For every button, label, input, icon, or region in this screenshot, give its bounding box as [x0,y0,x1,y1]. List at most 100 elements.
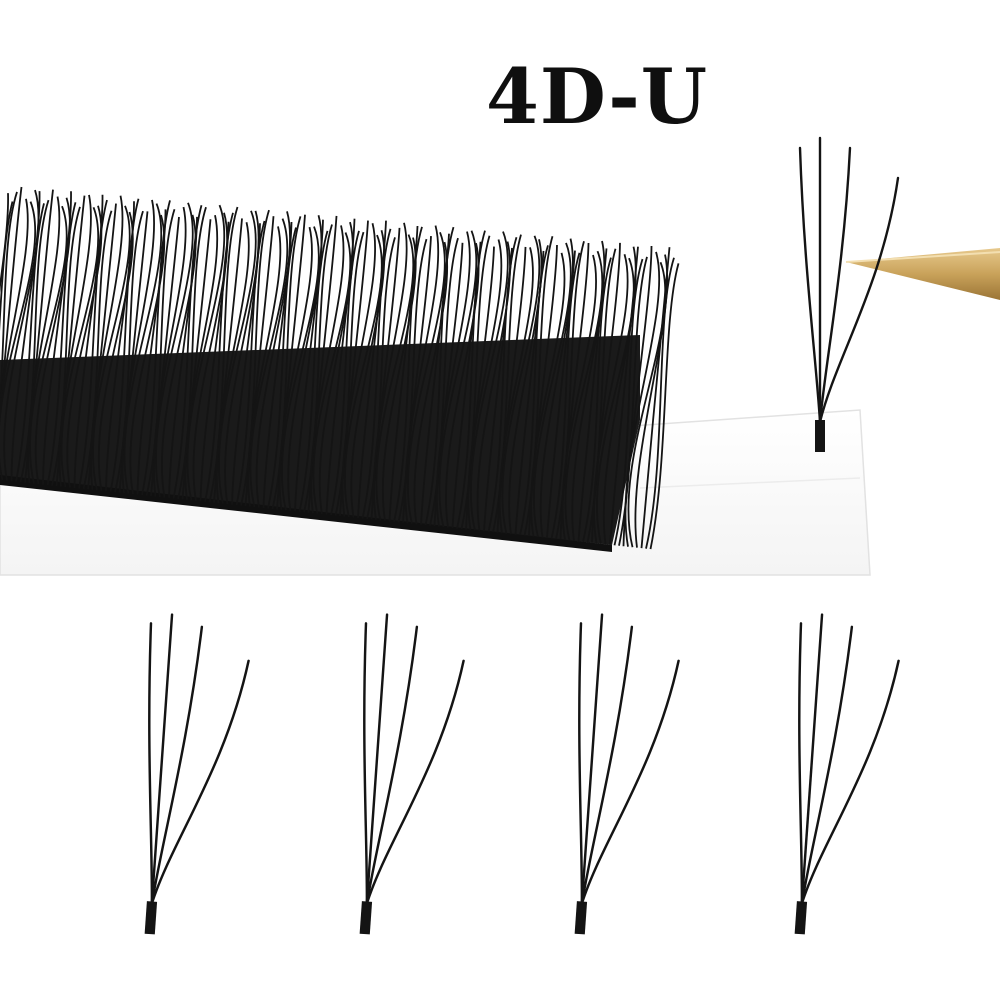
lash-strand [435,231,471,527]
fan-spike [365,659,465,905]
lash-strand [404,225,440,524]
lash-fan [574,613,680,935]
lash-strand [184,214,219,500]
lash-strand [0,191,18,412]
lash-strand [82,210,113,490]
lash-strand [312,232,352,514]
lash-strand [609,246,639,545]
lash-strand [141,200,171,496]
lash-strand [341,223,377,517]
lash-fan [359,613,465,935]
lash-strand [498,247,534,534]
lash-strand [42,191,72,485]
lash-strand [172,205,203,499]
lash-strand [51,206,81,486]
lash-strand [155,202,194,498]
fan-spike [580,659,680,905]
lash-strand [235,220,266,506]
lash-strand [373,222,408,521]
lash-fan [798,136,900,452]
lash-fans [144,136,900,935]
lash-strand [640,247,671,549]
lash-fan [794,613,900,935]
lash-strand [613,258,644,546]
lash-strand [60,206,100,488]
fan-spike [818,176,900,424]
lash-strand [624,251,661,547]
fan-spike [580,613,604,905]
lash-strand [519,245,549,536]
lash-strand [109,198,140,492]
lash-strand [645,257,675,549]
lash-strand [73,194,104,488]
lash-strand [530,252,566,537]
lash-strand [325,218,356,515]
fan-base [144,901,158,935]
lash-strand [249,218,289,508]
lash-strand [218,210,257,504]
lash-strand [593,253,629,544]
fan-spike [818,146,852,424]
lash-strip [0,186,680,552]
lash-strand [204,212,234,502]
lash-strand [92,205,131,491]
lash-strand [501,235,541,535]
lash-strand [582,257,612,543]
product-title: 4D-U [486,52,709,141]
fan-spike [365,625,419,905]
lash-strand [262,221,293,509]
lash-strand [344,234,383,518]
lash-strand [0,186,23,423]
lash-strand [46,202,77,486]
fan-spike [150,613,174,905]
lash-strand [407,231,446,524]
fan-spike [580,625,634,905]
lash-strand [114,210,144,493]
fan-spike [798,622,804,905]
fan-spike [578,622,584,905]
lash-strand [357,220,387,519]
lash-strand [123,203,163,494]
lash-strand [546,250,576,539]
lash-strand [90,195,124,490]
fan-base [359,901,373,935]
lash-strand [78,199,108,489]
lash-strand [393,226,423,523]
fan-base [794,901,808,935]
lash-strand [247,226,282,507]
lash-strand [467,239,503,531]
fan-spike [150,659,250,905]
lash-strand [487,236,518,533]
tweezer-tip [845,248,1000,300]
lash-strand [15,203,45,482]
lash-strand [310,225,345,514]
lash-strand [533,242,572,538]
lash-strand [470,231,509,531]
lash-strand [215,222,250,504]
lash-strand [19,199,50,483]
lash-strand [177,206,207,500]
fan-spike [150,625,204,905]
fan-spike [148,622,154,905]
lash-strand [649,263,680,550]
lash-strand [413,241,449,525]
lash-strand [186,204,226,501]
lash-strand [29,205,68,484]
lash-strand [10,191,41,482]
fan-spike [365,613,389,905]
lash-strand [0,193,9,293]
lash-strand [58,194,92,487]
fan-spike [363,622,369,905]
lash-strand [168,216,198,498]
lash-strand [330,230,360,516]
lash-strand [298,230,329,512]
lash-strand [456,230,486,529]
fan-spike [800,659,900,905]
lash-strand [0,201,14,332]
lash-strand [438,230,478,528]
fan-base [815,420,825,452]
fan-spike [798,146,822,424]
lash-strand [278,226,313,511]
lash-strand [294,219,324,512]
